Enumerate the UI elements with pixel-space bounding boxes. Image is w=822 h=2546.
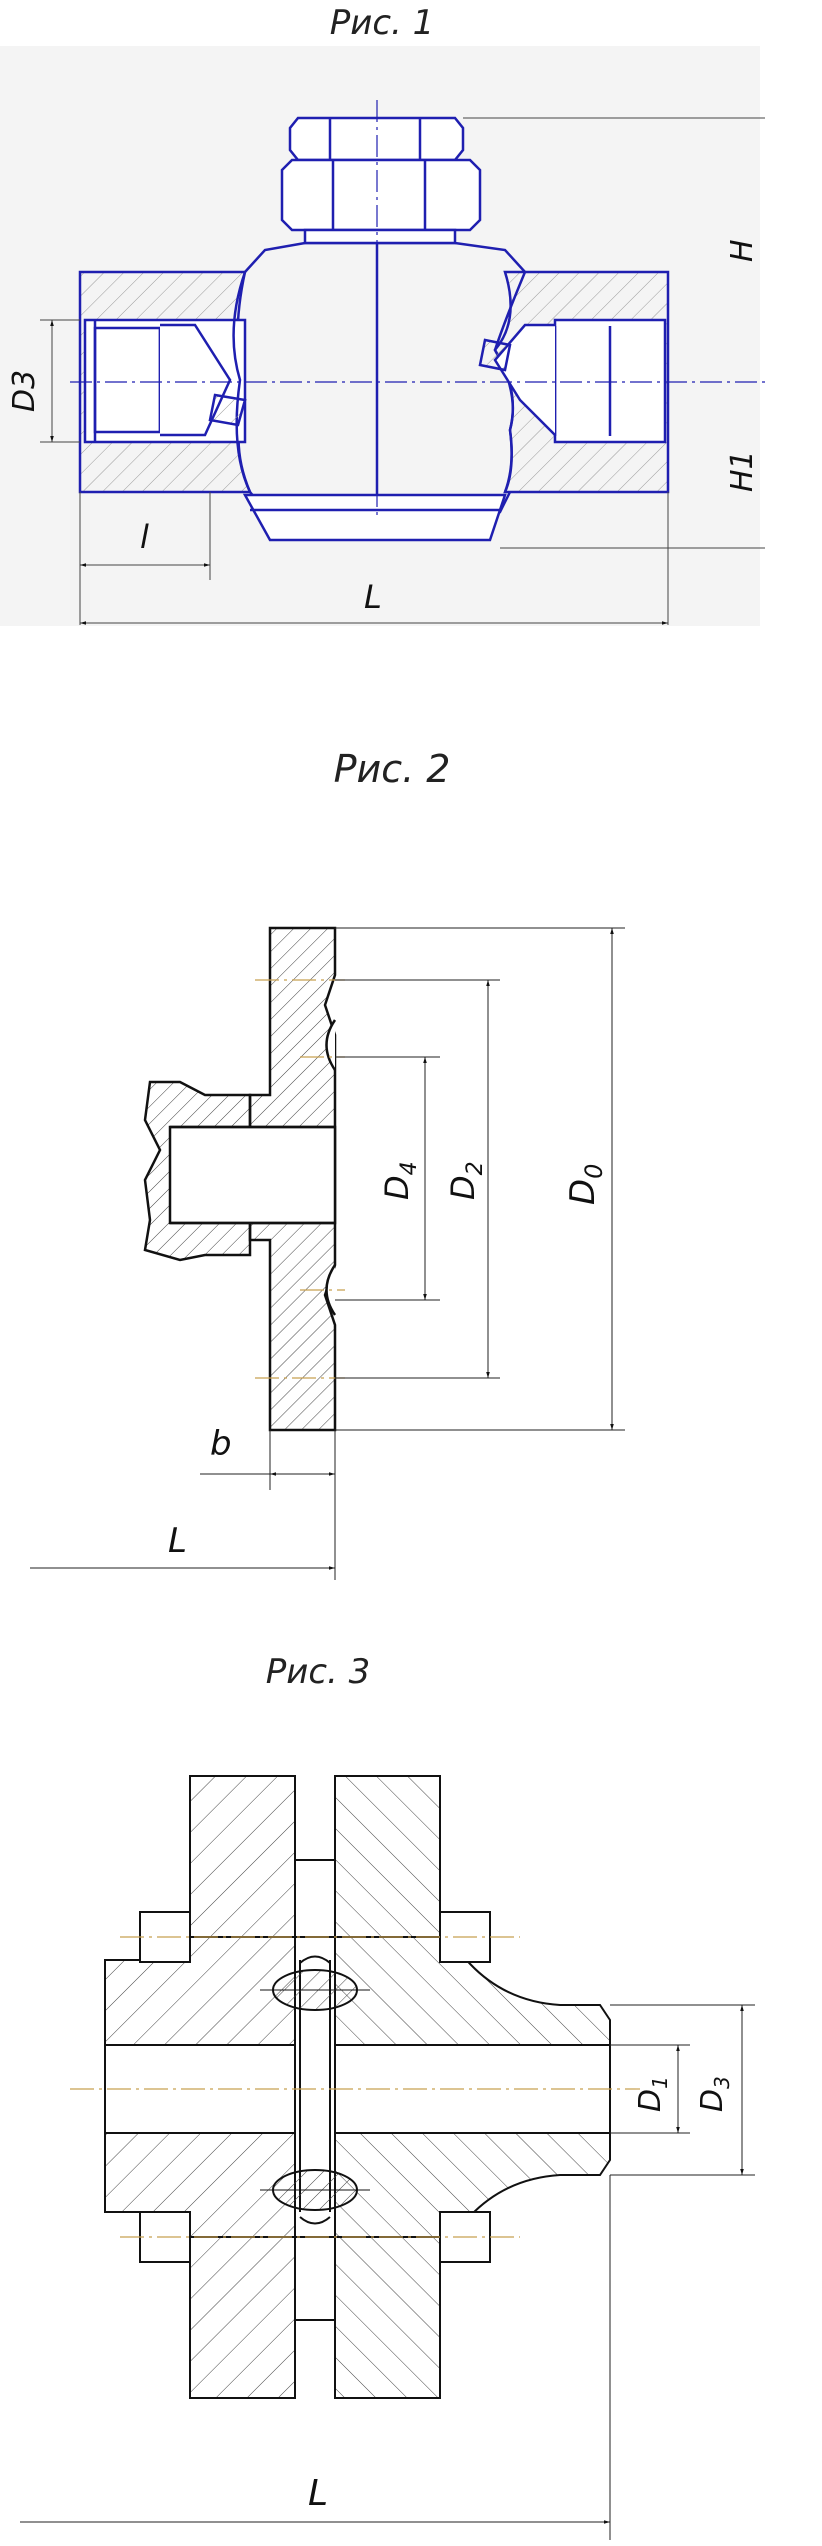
dim-b: b [210, 1424, 232, 1464]
dim-l-total: L [364, 578, 382, 616]
figure-1: Рис. 1 [0, 3, 765, 626]
figure-3-dimension-lines [20, 2004, 755, 2540]
valve-body [78, 116, 670, 542]
dim-l-fig2: L [168, 1521, 187, 1561]
dim-d3-fig3: D3 [695, 2076, 734, 2112]
dim-l-fig3: L [308, 2473, 328, 2514]
dim-h: H [725, 239, 760, 262]
flanged-joint-section [104, 1775, 611, 2399]
figure-1-dimension-lines [40, 117, 765, 625]
dim-d0: D0 [563, 1164, 608, 1205]
flange-section [143, 926, 337, 1432]
figure-3: Рис. 3 [20, 1652, 755, 2540]
figure-2: Рис. 2 [30, 747, 625, 1580]
dim-l-small: l [140, 518, 149, 556]
dim-d2: D2 [444, 1161, 488, 1200]
figure-2-caption: Рис. 2 [334, 747, 451, 791]
dim-h1: H1 [725, 450, 760, 492]
figure-2-dimension-lines [30, 927, 625, 1580]
figure-1-caption: Рис. 1 [330, 3, 435, 43]
figure-3-caption: Рис. 3 [266, 1652, 371, 1692]
figure-2-centerlines [255, 979, 345, 1379]
figure-3-gasket-axes [260, 1989, 370, 2191]
dim-d1: D1 [633, 2076, 672, 2112]
figure-3-centerlines [70, 1936, 640, 2238]
dim-d4: D4 [378, 1161, 422, 1200]
figure-1-centerlines [70, 100, 765, 520]
dim-d3: D3 [7, 370, 42, 412]
